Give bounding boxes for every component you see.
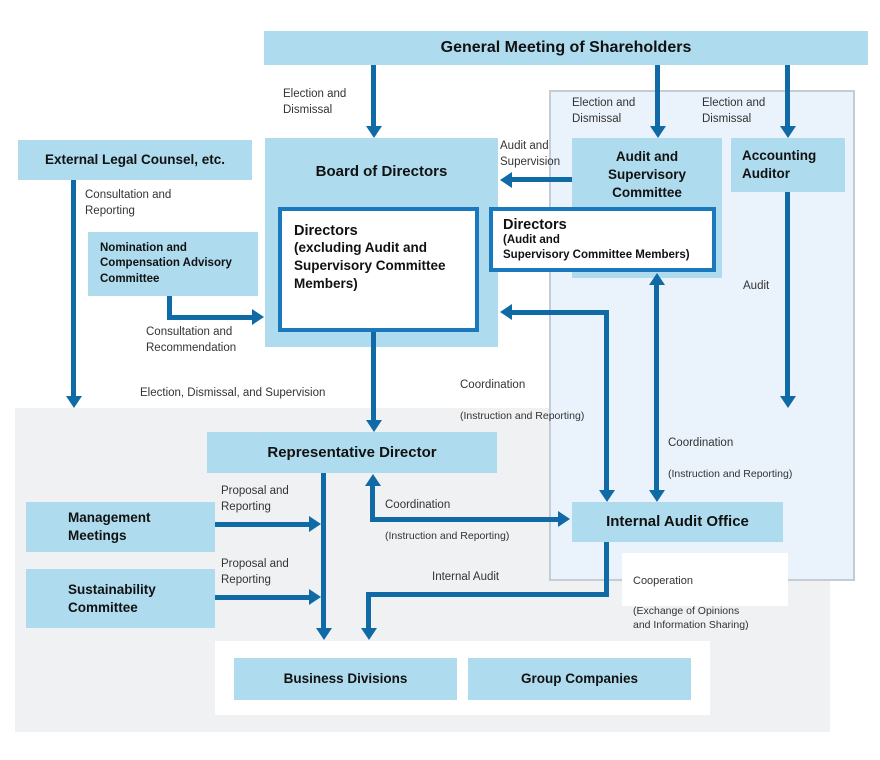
label-coordination-auditmembers: Coordination (Instruction and Reporting) bbox=[668, 420, 792, 496]
coordination-sub: (Instruction and Reporting) bbox=[460, 409, 585, 422]
business-divisions-box: Business Divisions bbox=[234, 658, 457, 700]
arrow-internal-audit-drop bbox=[366, 592, 371, 628]
arrow-auditor-audit-head bbox=[780, 396, 796, 408]
label-election-dismissal-supervision: Election, Dismissal, and Supervision bbox=[140, 387, 326, 399]
coordination-title: Coordination bbox=[460, 378, 526, 391]
arrow-gm-to-auditor bbox=[785, 65, 790, 126]
cooperation-title: Cooperation bbox=[633, 574, 693, 587]
cooperation-label-bg bbox=[622, 553, 788, 606]
coordination-title: Coordination bbox=[668, 436, 734, 449]
internal-audit-office-box: Internal Audit Office bbox=[572, 502, 783, 542]
arrow-committee-to-board bbox=[512, 177, 572, 182]
arrow-repdir-iao-right-head bbox=[558, 511, 570, 527]
label-proposal-reporting-mgmt: Proposal and Reporting bbox=[221, 485, 289, 513]
external-legal-counsel-box: External Legal Counsel, etc. bbox=[18, 140, 252, 180]
coordination-title: Coordination bbox=[385, 498, 451, 511]
representative-director-box: Representative Director bbox=[207, 432, 497, 473]
label-internal-audit: Internal Audit bbox=[432, 571, 500, 583]
group-companies-box: Group Companies bbox=[468, 658, 691, 700]
arrow-internal-audit-horizontal bbox=[366, 592, 609, 597]
arrow-gm-to-auditor-head bbox=[780, 126, 796, 138]
arrow-nomination-to-board-head bbox=[252, 309, 264, 325]
cooperation-sub: (Exchange of Opinions and Information Sh… bbox=[633, 604, 749, 632]
directors-audit-members-box: Directors (Audit and Supervisory Committ… bbox=[489, 207, 716, 272]
label-election-dismissal-auditor: Election and Dismissal bbox=[702, 97, 766, 125]
arrow-mgmt-proposal-head bbox=[309, 516, 321, 532]
arrow-auditmembers-iao-down-head bbox=[649, 490, 665, 502]
arrow-auditor-audit bbox=[785, 192, 790, 396]
management-meetings-box: Management Meetings bbox=[26, 502, 215, 552]
label-election-dismissal-board: Election and Dismissal bbox=[283, 88, 347, 116]
arrow-iao-board-vertical bbox=[604, 310, 609, 490]
general-meeting-of-shareholders-box: General Meeting of Shareholders bbox=[264, 31, 868, 65]
directors-audit-members-subtitle: (Audit and Supervisory Committee Members… bbox=[503, 234, 690, 262]
arrow-repdir-to-divisions bbox=[321, 473, 326, 628]
label-proposal-reporting-sustain: Proposal and Reporting bbox=[221, 558, 289, 586]
directors-excluding-box: Directors (excluding Audit and Superviso… bbox=[278, 207, 479, 332]
arrow-directors-to-repdirector-head bbox=[366, 420, 382, 432]
accounting-auditor-box: Accounting Auditor bbox=[731, 138, 845, 192]
directors-excluding-title: Directors bbox=[294, 223, 358, 239]
arrow-gm-to-board bbox=[371, 65, 376, 126]
label-coordination-board: Coordination (Instruction and Reporting) bbox=[460, 362, 584, 438]
arrow-sustain-proposal bbox=[215, 595, 309, 600]
arrow-repdir-iao-horizontal bbox=[370, 517, 558, 522]
arrow-internal-audit-head bbox=[361, 628, 377, 640]
arrow-gm-to-committee-head bbox=[650, 126, 666, 138]
arrow-gm-to-board-head bbox=[366, 126, 382, 138]
arrow-auditmembers-iao bbox=[654, 285, 659, 490]
arrow-external-legal-down-head bbox=[66, 396, 82, 408]
label-cooperation: Cooperation (Exchange of Opinions and In… bbox=[633, 558, 749, 648]
arrow-repdir-iao-vertical bbox=[370, 486, 375, 520]
arrow-auditmembers-iao-up-head bbox=[649, 273, 665, 285]
arrow-external-legal-down bbox=[71, 180, 76, 396]
coordination-sub: (Instruction and Reporting) bbox=[668, 467, 793, 480]
arrow-iao-board-left-head bbox=[500, 304, 512, 320]
arrow-committee-to-board-head bbox=[500, 172, 512, 188]
directors-audit-members-title: Directors bbox=[503, 217, 567, 233]
arrow-internal-audit-stem bbox=[604, 542, 609, 595]
nomination-compensation-committee-box: Nomination and Compensation Advisory Com… bbox=[88, 232, 258, 296]
arrow-gm-to-committee bbox=[655, 65, 660, 126]
arrow-mgmt-proposal bbox=[215, 522, 309, 527]
arrow-repdir-to-divisions-head bbox=[316, 628, 332, 640]
label-consultation-recommendation: Consultation and Recommendation bbox=[146, 326, 237, 354]
arrow-iao-board-horizontal bbox=[512, 310, 609, 315]
directors-excluding-subtitle: (excluding Audit and Supervisory Committ… bbox=[294, 240, 446, 291]
arrow-directors-to-repdirector bbox=[371, 332, 376, 420]
label-audit: Audit bbox=[743, 280, 770, 292]
sustainability-committee-box: Sustainability Committee bbox=[26, 569, 215, 628]
label-consultation-reporting: Consultation and Reporting bbox=[85, 189, 172, 217]
label-audit-and-supervision: Audit and Supervision bbox=[500, 140, 561, 168]
arrow-iao-board-down-head bbox=[599, 490, 615, 502]
coordination-sub: (Instruction and Reporting) bbox=[385, 529, 510, 542]
label-coordination-repdirector: Coordination (Instruction and Reporting) bbox=[385, 482, 509, 558]
arrow-nomination-to-board bbox=[167, 315, 252, 320]
arrow-repdir-iao-up-head bbox=[365, 474, 381, 486]
arrow-sustain-proposal-head bbox=[309, 589, 321, 605]
label-election-dismissal-committee: Election and Dismissal bbox=[572, 97, 636, 125]
arrow-nomination-stem bbox=[167, 296, 172, 318]
board-of-directors-label: Board of Directors bbox=[315, 163, 448, 180]
